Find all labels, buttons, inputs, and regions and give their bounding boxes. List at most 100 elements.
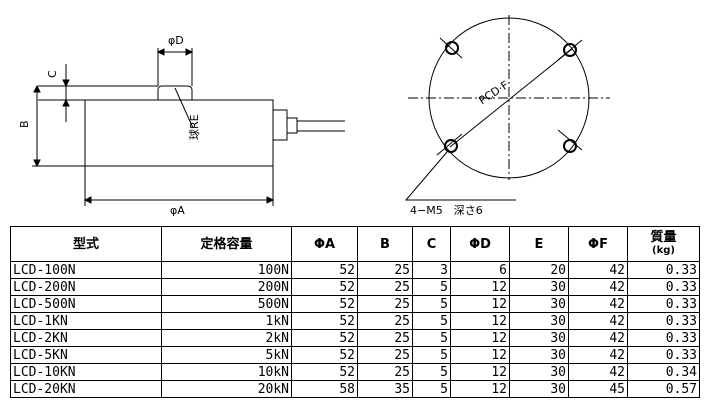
cell-phiA: 52 <box>291 363 358 381</box>
cell-phiF: 42 <box>568 295 628 313</box>
cell-capacity: 100N <box>161 261 292 279</box>
cell-model: LCD-2KN <box>10 329 162 347</box>
cell-mass: 0.33 <box>627 312 700 330</box>
dim-label-B: B <box>18 120 31 128</box>
pcd-label: PCD·F <box>476 79 510 108</box>
bolt-hole <box>444 139 458 153</box>
cell-B: 25 <box>357 278 413 296</box>
header-mass-unit: (kg) <box>652 245 675 256</box>
cell-capacity: 200N <box>161 278 292 296</box>
cell-phiD: 12 <box>450 312 510 330</box>
cell-model: LCD-5KN <box>10 346 162 364</box>
cell-phiA: 58 <box>291 380 358 398</box>
cell-mass: 0.33 <box>627 346 700 364</box>
cell-capacity: 2kN <box>161 329 292 347</box>
cell-capacity: 20kN <box>161 380 292 398</box>
header-B: B <box>357 226 413 262</box>
cell-phiA: 52 <box>291 329 358 347</box>
bolt-hole <box>445 41 459 55</box>
cell-B: 25 <box>357 312 413 330</box>
cell-model: LCD-100N <box>10 261 162 279</box>
dim-label-phiA: φA <box>170 204 185 217</box>
load-button <box>157 85 193 100</box>
header-mass-label: 質量 <box>650 230 677 245</box>
cell-C: 3 <box>412 261 451 279</box>
header-model: 型式 <box>10 226 162 262</box>
cell-capacity: 1kN <box>161 312 292 330</box>
cell-B: 35 <box>357 380 413 398</box>
cell-C: 5 <box>412 363 451 381</box>
cell-E: 30 <box>509 312 569 330</box>
cell-mass: 0.33 <box>627 261 700 279</box>
cell-mass: 0.57 <box>627 380 700 398</box>
cell-mass: 0.33 <box>627 278 700 296</box>
cell-C: 5 <box>412 295 451 313</box>
cell-C: 5 <box>412 346 451 364</box>
cell-model: LCD-20KN <box>10 380 162 398</box>
header-phiD: ΦD <box>450 226 510 262</box>
cell-phiD: 12 <box>450 329 510 347</box>
bolt-hole <box>563 43 577 57</box>
cell-phiD: 12 <box>450 346 510 364</box>
dim-label-phiD: φD <box>168 34 184 47</box>
cable-gland <box>286 117 298 134</box>
cell-model: LCD-200N <box>10 278 162 296</box>
cell-B: 25 <box>357 329 413 347</box>
cell-model: LCD-10KN <box>10 363 162 381</box>
cell-B: 25 <box>357 346 413 364</box>
cell-C: 5 <box>412 278 451 296</box>
cell-phiF: 42 <box>568 278 628 296</box>
cell-E: 30 <box>509 346 569 364</box>
cell-B: 25 <box>357 363 413 381</box>
header-phiA: ΦA <box>291 226 358 262</box>
cell-phiF: 42 <box>568 261 628 279</box>
hole-note-leader <box>404 151 516 201</box>
cell-phiD: 12 <box>450 295 510 313</box>
cell-phiD: 12 <box>450 380 510 398</box>
sphere-radius-label: 球RE <box>187 114 201 140</box>
cell-mass: 0.33 <box>627 295 700 313</box>
bolt-hole <box>563 139 577 153</box>
cell-E: 30 <box>509 329 569 347</box>
cell-phiF: 45 <box>568 380 628 398</box>
cell-capacity: 500N <box>161 295 292 313</box>
header-mass: 質量 (kg) <box>627 226 700 262</box>
cell-E: 20 <box>509 261 569 279</box>
side-view <box>32 48 345 206</box>
cell-phiA: 52 <box>291 261 358 279</box>
cell-E: 30 <box>509 278 569 296</box>
cell-phiA: 52 <box>291 295 358 313</box>
cell-phiF: 42 <box>568 346 628 364</box>
flange-view <box>404 15 610 201</box>
load-cell-body <box>84 99 274 167</box>
cell-C: 5 <box>412 312 451 330</box>
hole-note: 4−M5 深さ6 <box>410 204 483 217</box>
cell-phiF: 42 <box>568 329 628 347</box>
cell-C: 5 <box>412 329 451 347</box>
cell-E: 30 <box>509 295 569 313</box>
header-rated-capacity: 定格容量 <box>161 226 292 262</box>
cell-phiD: 6 <box>450 261 510 279</box>
cell-capacity: 5kN <box>161 346 292 364</box>
header-phiF: ΦF <box>568 226 628 262</box>
cell-phiA: 52 <box>291 278 358 296</box>
cell-model: LCD-500N <box>10 295 162 313</box>
cell-phiD: 12 <box>450 363 510 381</box>
cell-B: 25 <box>357 261 413 279</box>
header-E: E <box>509 226 569 262</box>
cell-phiA: 52 <box>291 346 358 364</box>
cell-mass: 0.33 <box>627 329 700 347</box>
header-C: C <box>412 226 451 262</box>
cell-phiA: 52 <box>291 312 358 330</box>
cell-phiF: 42 <box>568 363 628 381</box>
cell-E: 30 <box>509 380 569 398</box>
